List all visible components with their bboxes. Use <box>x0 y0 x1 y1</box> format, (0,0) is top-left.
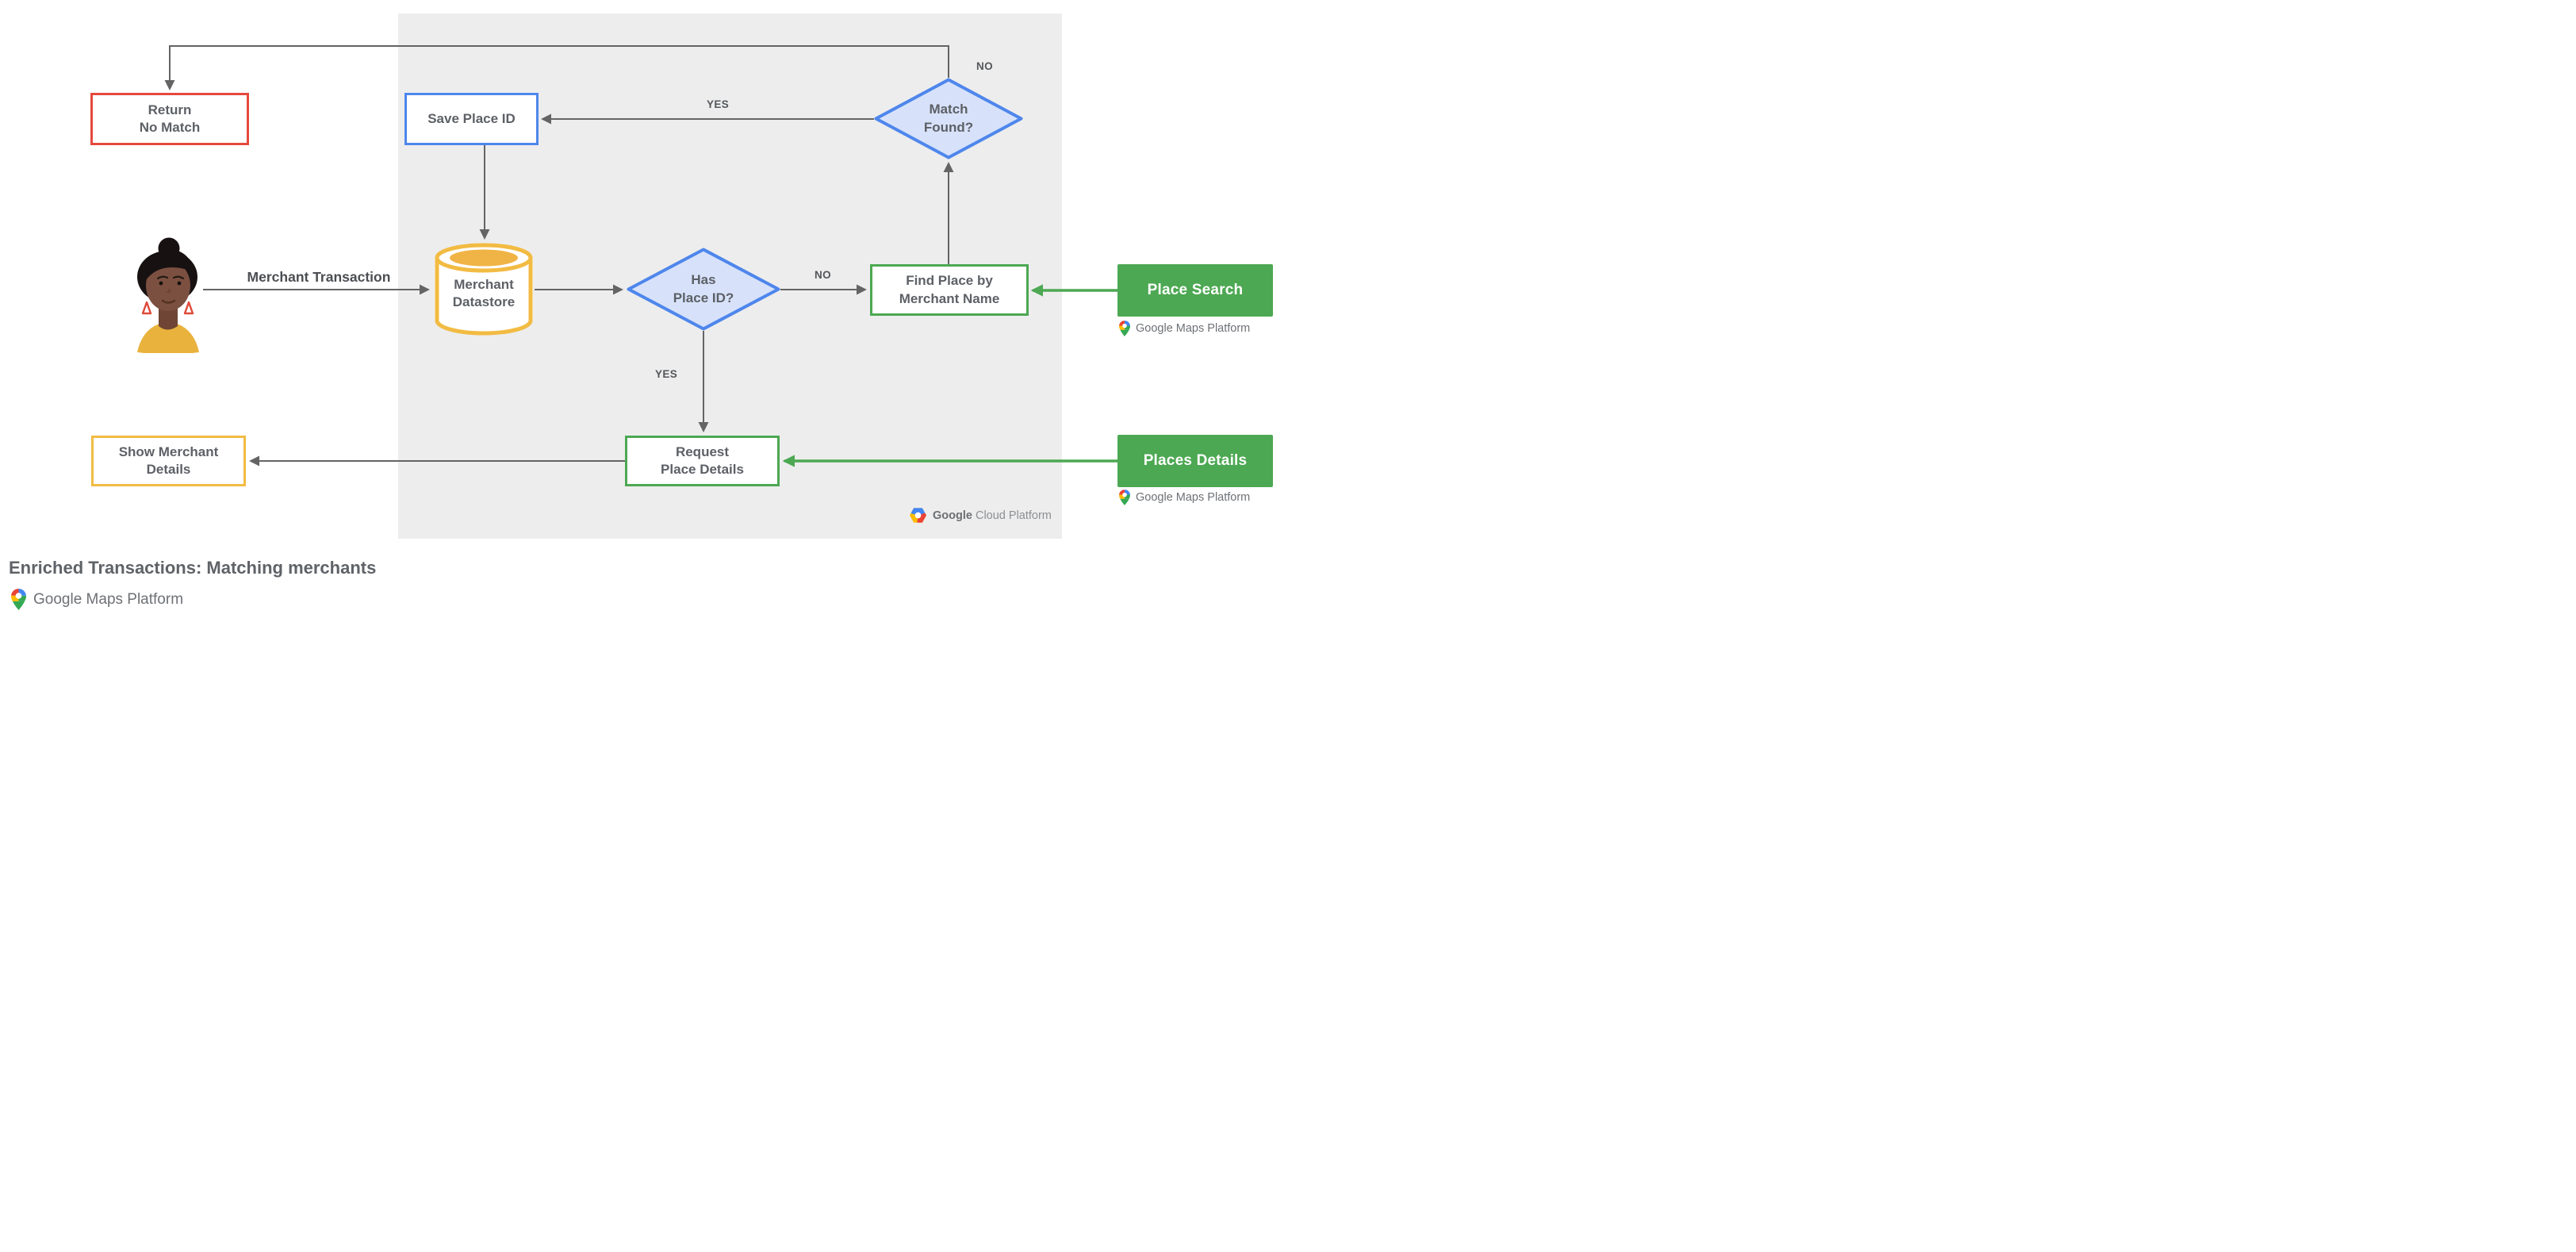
logo-google-maps-platform-footer: Google Maps Platform <box>11 589 183 610</box>
logo-google-maps-platform-search: Google Maps Platform <box>1119 321 1250 336</box>
page-title: Enriched Transactions: Matching merchant… <box>9 558 377 578</box>
label-no-mid: NO <box>815 269 832 281</box>
node-save-place-id: Save Place ID <box>404 93 539 145</box>
badge-places-details: Places Details <box>1117 435 1273 487</box>
node-return-no-match: Return No Match <box>90 93 249 145</box>
google-maps-pin-icon <box>1119 321 1130 336</box>
google-maps-pin-icon <box>11 589 26 610</box>
google-maps-pin-icon <box>1119 490 1130 505</box>
node-has-place-id: Has Place ID? <box>627 248 780 331</box>
label-no-top: NO <box>976 60 994 72</box>
edge-matchfound-no-return <box>164 45 949 90</box>
google-cloud-hexagon-icon <box>910 508 926 523</box>
cylinder-shape <box>435 243 533 336</box>
label-yes-mid: YES <box>655 368 678 380</box>
edges-layer <box>164 45 1117 467</box>
node-find-place-by-merchant-name: Find Place by Merchant Name <box>870 264 1029 316</box>
node-merchant-datastore: Merchant Datastore <box>433 243 535 338</box>
diagram-canvas: NO YES NO YES Merchant Transaction Retur… <box>0 0 1288 626</box>
badge-place-search: Place Search <box>1117 264 1273 317</box>
node-request-place-details: Request Place Details <box>625 436 780 486</box>
label-merchant-transaction: Merchant Transaction <box>247 269 391 285</box>
node-show-merchant-details: Show Merchant Details <box>91 436 246 486</box>
node-match-found: Match Found? <box>874 78 1023 159</box>
diamond-shape <box>627 248 780 331</box>
logo-google-maps-platform-details: Google Maps Platform <box>1119 490 1250 505</box>
merchant-avatar <box>137 237 199 353</box>
diamond-shape <box>874 78 1023 159</box>
logo-google-cloud-platform: Google Cloud Platform <box>910 508 1052 523</box>
label-yes-top: YES <box>707 98 730 110</box>
